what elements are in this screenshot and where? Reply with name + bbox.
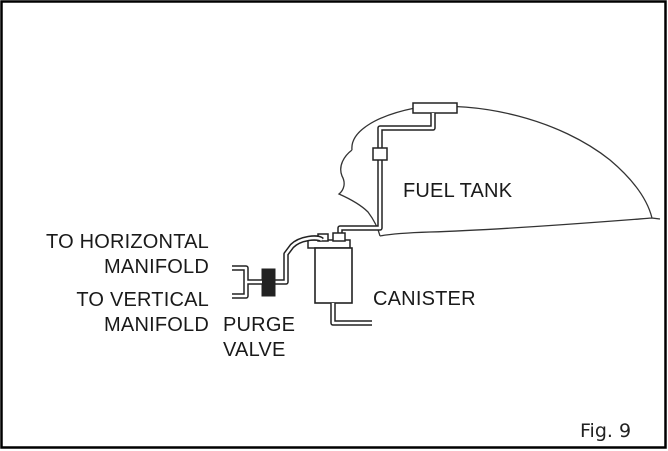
label-to-horizontal-line2: MANIFOLD: [104, 256, 209, 278]
label-fuel-tank: FUEL TANK: [403, 180, 513, 202]
figure-caption: Fig. 9: [580, 420, 632, 442]
canister-body: [314, 247, 353, 304]
tank-sender-unit: [412, 102, 458, 114]
label-to-horizontal-line1: TO HORIZONTAL: [46, 231, 209, 253]
rollover-valve: [372, 147, 388, 161]
label-canister: CANISTER: [373, 288, 476, 310]
label-purge-line2: VALVE: [223, 339, 286, 361]
fuel-tank-outline: [337, 105, 661, 237]
canister-vent-fitting: [332, 232, 346, 242]
label-purge-line1: PURGE: [223, 314, 296, 336]
canister-drain-tube: [330, 303, 372, 326]
vent-tube: [337, 113, 436, 242]
purge-valve: [261, 268, 276, 297]
label-to-vertical-line2: MANIFOLD: [104, 314, 209, 336]
label-to-vertical-line1: TO VERTICAL: [76, 289, 209, 311]
